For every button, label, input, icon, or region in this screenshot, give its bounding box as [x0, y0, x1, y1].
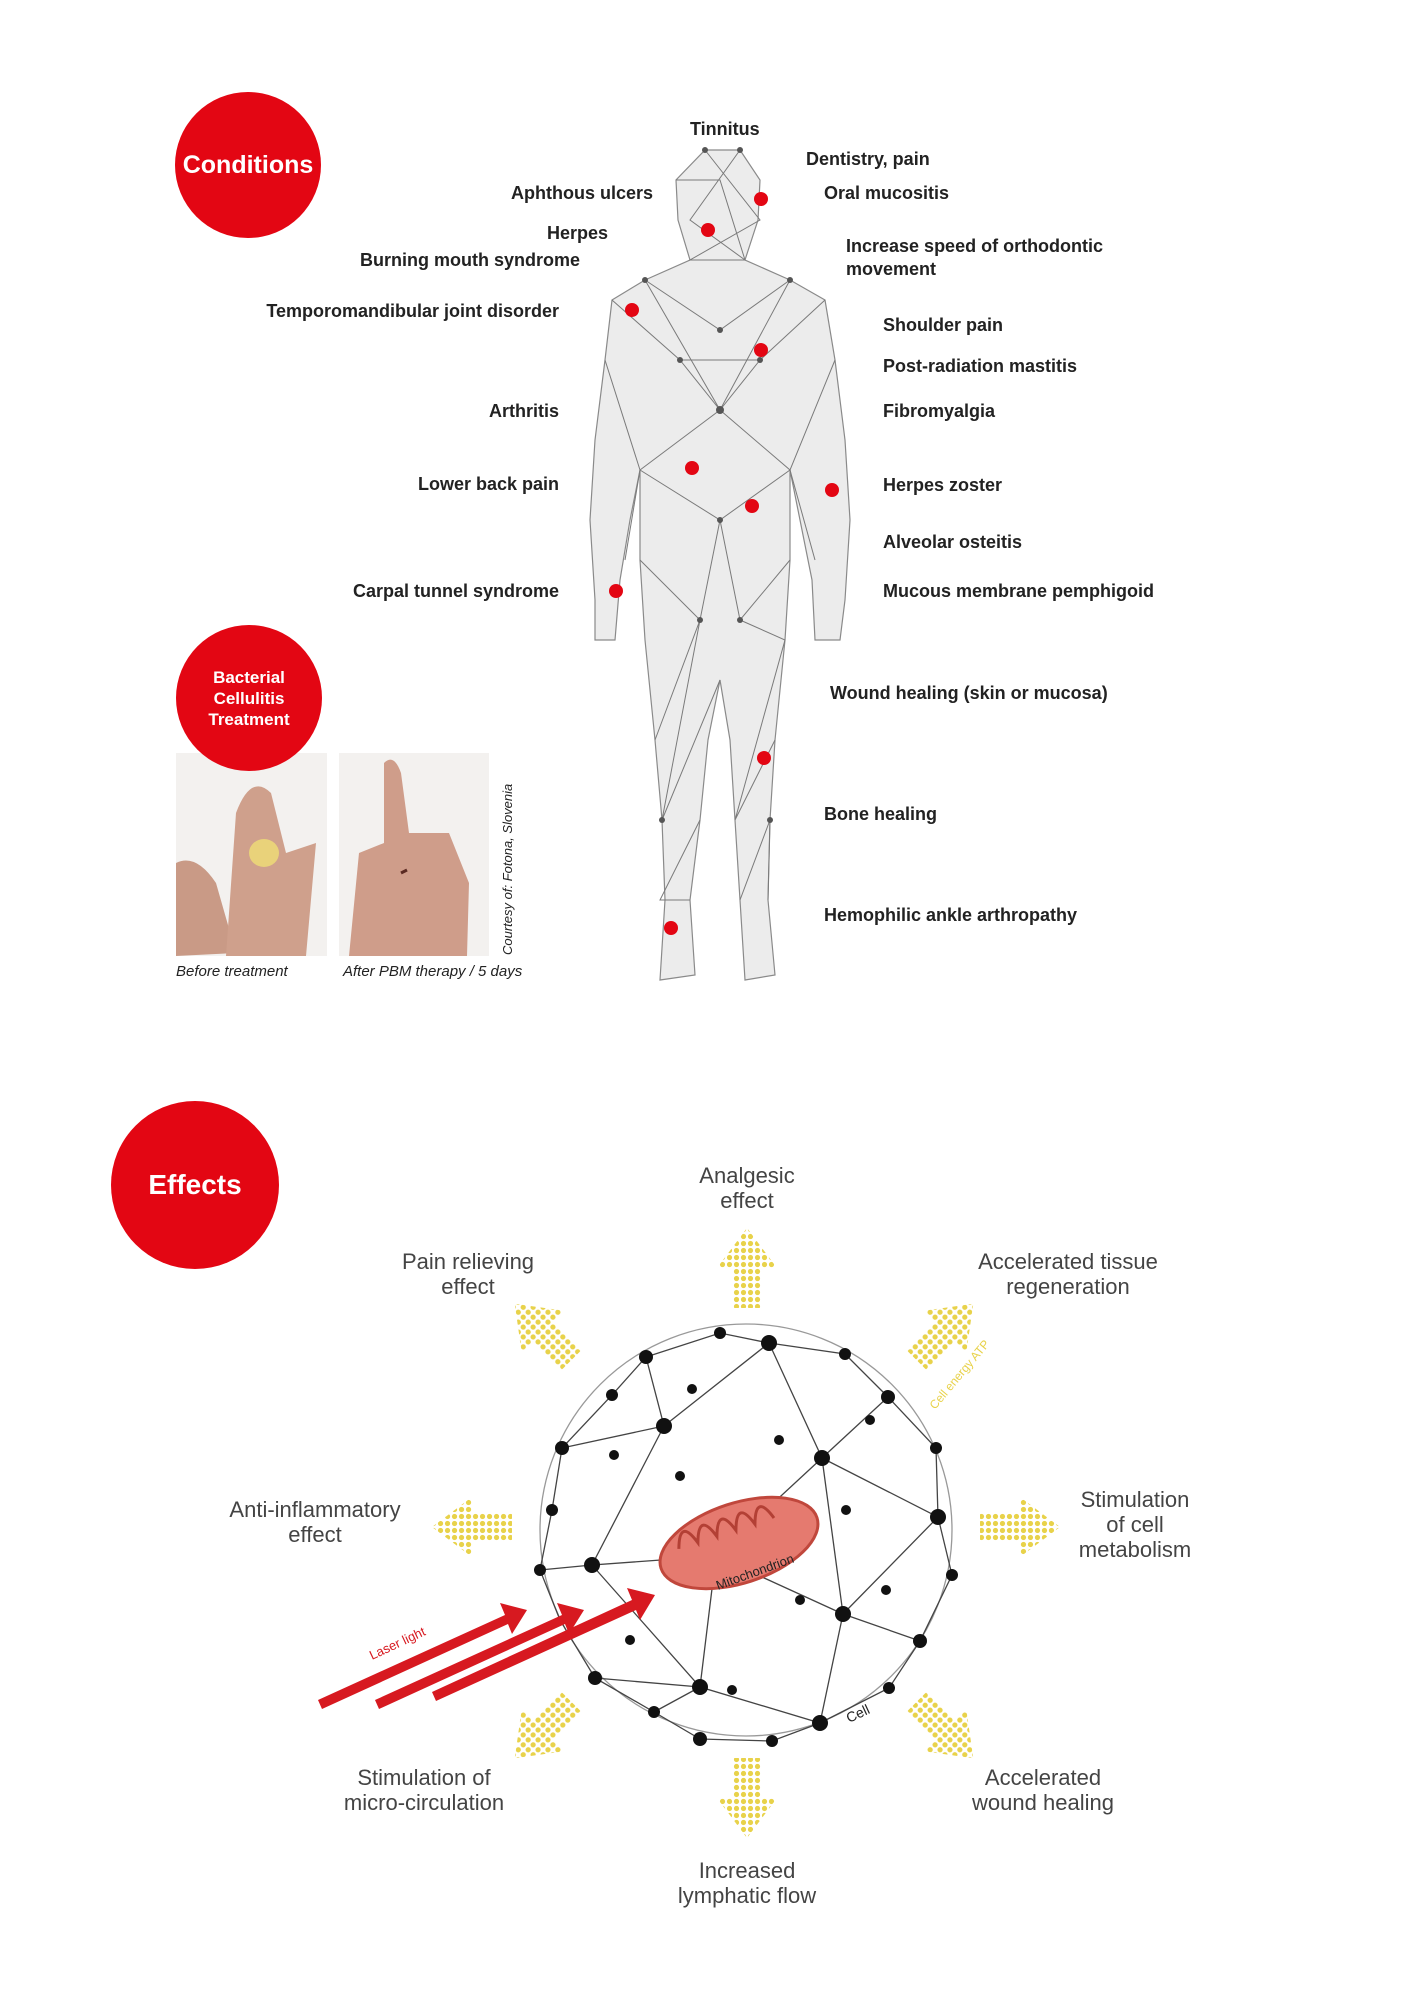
effect-line: regeneration	[1006, 1274, 1130, 1299]
effect-line: Pain relieving	[401, 1249, 535, 1274]
conditions-badge: Conditions	[175, 92, 321, 238]
label-lower-back-pain: Lower back pain	[417, 474, 559, 494]
after-caption: After PBM therapy / 5 days	[343, 963, 523, 980]
label-alveolar-osteitis: Alveolar osteitis	[883, 532, 1023, 552]
label-arthritis: Arthritis	[488, 401, 559, 421]
label-dentistry-pain: Dentistry, pain	[806, 149, 930, 169]
effect-line: effect	[720, 1188, 774, 1213]
effects-badge: Effects	[111, 1101, 279, 1269]
effect-line: metabolism	[1078, 1537, 1192, 1562]
before-caption: Before treatment	[176, 963, 288, 980]
effect-line: Stimulation	[1080, 1487, 1190, 1512]
label-orthodontic-1: Increase speed of orthodontic	[846, 236, 1104, 256]
wireframe-nodes	[642, 147, 793, 823]
body-wireframe	[589, 147, 851, 981]
effect-line: micro-circulation	[343, 1790, 505, 1815]
badge-line-3: Treatment	[208, 709, 290, 729]
laser-arrows	[318, 1588, 655, 1709]
label-mucous-membrane: Mucous membrane pemphigoid	[883, 581, 1155, 601]
badge-line-1: Bacterial	[213, 667, 285, 687]
label-tmj-disorder: Temporomandibular joint disorder	[266, 301, 559, 321]
label-orthodontic-2: movement	[846, 259, 937, 279]
label-oral-mucositis: Oral mucositis	[824, 183, 950, 203]
label-burning-mouth: Burning mouth syndrome	[360, 250, 580, 270]
label-carpal-tunnel: Carpal tunnel syndrome	[352, 581, 559, 601]
effect-line: lymphatic flow	[677, 1883, 817, 1908]
mitochondrion	[658, 1495, 820, 1591]
label-aphthous-ulcers: Aphthous ulcers	[510, 183, 653, 203]
cell-label: Cell	[844, 1701, 873, 1726]
effect-line: effect	[441, 1274, 495, 1299]
label-bone-healing: Bone healing	[824, 804, 938, 824]
effect-line: Analgesic	[699, 1163, 795, 1188]
label-hemophilic-ankle: Hemophilic ankle arthropathy	[824, 905, 1078, 925]
label-herpes: Herpes	[546, 223, 608, 243]
effect-line: of cell	[1106, 1512, 1164, 1537]
cellulitis-badge: Bacterial Cellulitis Treatment	[176, 625, 322, 771]
label-fibromyalgia: Fibromyalgia	[883, 401, 996, 421]
before-photo	[176, 753, 327, 956]
cell-nodes	[534, 1327, 958, 1747]
label-herpes-zoster: Herpes zoster	[883, 475, 1003, 495]
effect-line: Accelerated tissue	[978, 1249, 1158, 1274]
effect-line: Anti-inflammatory	[229, 1497, 401, 1522]
effect-line: Stimulation of	[357, 1765, 491, 1790]
condition-markers	[609, 192, 839, 935]
after-photo	[339, 753, 489, 956]
label-wound-healing: Wound healing (skin or mucosa)	[830, 683, 1108, 703]
effect-line: effect	[288, 1522, 342, 1547]
effect-line: Accelerated	[984, 1765, 1102, 1790]
effect-line: wound healing	[972, 1790, 1114, 1815]
label-post-radiation-mastitis: Post-radiation mastitis	[883, 356, 1078, 376]
badge-line-2: Cellulitis	[213, 688, 285, 708]
label-shoulder-pain: Shoulder pain	[883, 315, 1004, 335]
label-tinnitus: Tinnitus	[690, 119, 760, 139]
effect-line: Increased	[698, 1858, 796, 1883]
